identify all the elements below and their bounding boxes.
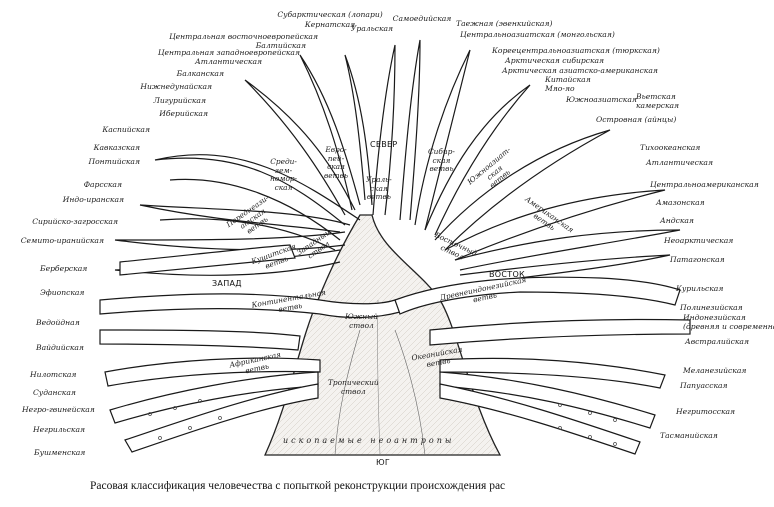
label-lower-danube: Нижнедунайская <box>140 82 212 91</box>
mid-branches <box>99 244 691 351</box>
label-atlantic-right: Атлантическая <box>646 158 713 167</box>
tropical-stem-line2: ствол <box>341 386 366 396</box>
label-south-asian: Южноазиатская <box>566 95 637 104</box>
south-label: ЮГ <box>376 458 391 467</box>
label-kernat: Кернатская <box>304 20 356 29</box>
label-tasmanian: Тасманийская <box>660 431 718 440</box>
figure-caption: Расовая классификация человечества с поп… <box>90 480 506 492</box>
label-polynesian: Полинезийская <box>680 303 743 312</box>
label-pontic: Понтийская <box>88 157 140 166</box>
southern-stem-line1: Южный <box>345 312 378 321</box>
label-semito-iranian: Семито-иранийская <box>20 236 104 245</box>
mediterranean-branch-line3: номор- <box>270 174 298 183</box>
label-negro-guinean: Негро-гвинейская <box>22 405 95 414</box>
siberian-branch-line2: ская <box>432 155 451 165</box>
label-iberian: Иберийская <box>159 109 208 118</box>
label-arctic-siberian: Арктическая сибирская <box>505 56 605 65</box>
label-farsi: Фарсская <box>83 180 122 189</box>
label-caucasian: Кавказская <box>93 143 140 152</box>
label-chinese: Китайская <box>545 75 591 84</box>
north-label: СЕВЕР <box>370 140 398 149</box>
label-samoyed: Самоедийская <box>392 14 452 23</box>
european-branch-line4: ветвь <box>324 170 349 180</box>
label-central-asian: Центральноазиатская (монгольская) <box>460 30 615 39</box>
label-central-american: Центральноамериканская <box>650 180 759 189</box>
label-central-asian-turkic: Кореецентральноазиатская (тюркская) <box>492 46 660 55</box>
european-branch-line3: ская <box>327 162 345 171</box>
label-central-east-european: Центральная восточноевропейская <box>169 32 318 41</box>
label-insular-ainu: Островная (айнцы) <box>596 115 677 124</box>
tropical-stem-line1: Тропический <box>328 378 379 387</box>
label-melanesian: Меланезийская <box>683 366 747 375</box>
label-pacific: Тихоокеанская <box>640 143 701 152</box>
label-vaidian: Вайдийская <box>36 343 84 352</box>
label-amazonian: Амазонская <box>656 198 705 207</box>
european-branch-line1: Евро- <box>325 145 347 154</box>
label-subarctic: Субарктическая (лопари) <box>277 10 383 19</box>
ural-branch-line1: Ураль- <box>366 175 392 184</box>
siberian-branch-line1: Сибир- <box>428 147 455 156</box>
label-ethiopian: Эфиопская <box>40 288 85 297</box>
label-patagonian: Патагонская <box>670 255 725 264</box>
label-negrito: Негритосская <box>676 407 736 416</box>
label-syrian-zagros: Сирийско-загросская <box>32 217 118 226</box>
west-label: ЗАПАД <box>212 279 242 288</box>
east-label: ВОСТОК <box>489 270 526 279</box>
label-baltic: Балтийская <box>255 41 306 50</box>
label-indonesian-note: (древняя и современная) <box>683 322 774 331</box>
label-papuan: Папуасская <box>680 381 728 390</box>
label-neoarctic: Неоарктическая <box>664 236 734 245</box>
label-central-west-european: Центральная западноевропейская <box>157 48 300 57</box>
label-veddoid: Ведойдная <box>36 318 80 327</box>
label-ligurian: Лигурийская <box>153 96 206 105</box>
label-bushman: Бушменская <box>34 448 86 457</box>
mediterranean-branch-line2: зем- <box>275 165 293 175</box>
label-sudanese: Суданская <box>33 388 76 397</box>
label-indonesian: Индонезийская <box>683 313 746 322</box>
ural-branch-line3: ветвь <box>366 192 391 201</box>
siberian-branch-line3: ветвь <box>429 164 454 173</box>
label-atlantic-left: Атлантическая <box>195 57 262 66</box>
label-australian: Австралийская <box>685 337 749 346</box>
mediterranean-branch-label: Среди-зем-номор-ская <box>270 157 298 192</box>
fossil-dots <box>148 399 617 446</box>
mediterranean-branch-line1: Среди- <box>270 157 297 166</box>
label-andean: Андская <box>660 216 694 225</box>
fossil-neoanthropes-label: ископаемые неоантропы <box>283 436 455 445</box>
label-miao-yao: Мяо-яо <box>545 84 575 93</box>
label-kurile: Курильская <box>676 284 724 293</box>
southern-stem-line2: ствол <box>349 320 374 330</box>
label-caspian: Каспийская <box>102 125 150 134</box>
mediterranean-branch-line4: ская <box>274 182 293 192</box>
ural-branch-line2: ская <box>369 183 388 193</box>
label-taiga: Таежная (эвенкийская) <box>456 19 553 28</box>
label-negrillo: Негрильская <box>33 425 86 434</box>
label-indo-iranian: Индо-иранская <box>62 195 124 204</box>
label-nilotic: Нилотская <box>30 370 77 379</box>
label-berber: Берберская <box>40 264 88 273</box>
label-balkan: Балканская <box>176 69 224 78</box>
label-viet-cameroon: Вьетская камерская <box>636 92 680 110</box>
european-branch-line2: пей- <box>327 153 345 163</box>
label-ural: Уральская <box>350 24 394 33</box>
label-arctic-asian-american: Арктическая азиатско-американская <box>502 66 658 75</box>
